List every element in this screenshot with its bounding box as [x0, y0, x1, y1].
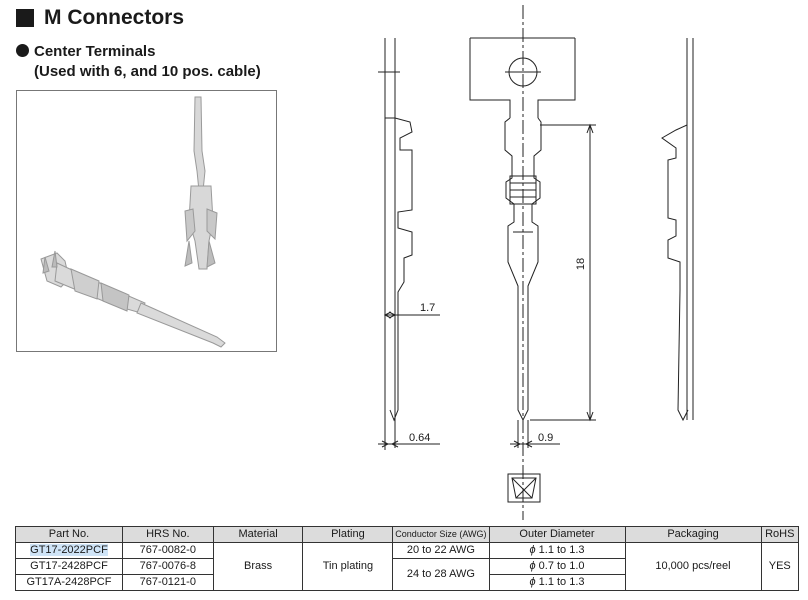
dim-pin-left: 0.64	[409, 432, 431, 444]
material-cell: Brass	[212, 542, 304, 591]
dim-length: 18	[575, 257, 588, 271]
product-photo	[16, 90, 277, 352]
packaging-cell: 10,000 pcs/reel	[624, 542, 762, 591]
bullet-icon	[16, 44, 29, 57]
conductor-cell: 24 to 28 AWG	[392, 558, 490, 591]
col-hrs-no: HRS No.	[121, 526, 214, 543]
terminal-drawing-icon	[378, 5, 694, 530]
rohs-cell: YES	[760, 542, 799, 591]
diameter-value: 1.1 to 1.3	[538, 544, 585, 556]
diameter-cell: ϕ 1.1 to 1.3	[488, 574, 626, 591]
title-row: M Connectors	[16, 4, 184, 32]
conductor-cell: 20 to 22 AWG	[392, 542, 490, 559]
dim-pin-center: 0.9	[538, 432, 554, 444]
technical-drawing: 1.7 18 0.64 0.9	[365, 0, 808, 530]
subtitle-line-2: (Used with 6, and 10 pos. cable)	[34, 63, 261, 80]
terminal-photo-icon	[40, 96, 226, 348]
diameter-value: 1.1 to 1.3	[538, 576, 585, 588]
plating-cell: Tin plating	[302, 542, 394, 591]
col-outer-diameter: Outer Diameter	[488, 526, 626, 543]
col-part-no: Part No.	[15, 526, 123, 543]
hrs-no-cell: 767-0076-8	[121, 558, 214, 575]
table-row: GT17-2428PCF 767-0076-8 24 to 28 AWG ϕ 0…	[15, 558, 799, 591]
dim-width-top: 1.7	[420, 302, 436, 314]
spec-table: Part No. HRS No. Material Plating Conduc…	[15, 526, 799, 591]
part-no-cell: GT17-2428PCF	[15, 558, 123, 575]
diameter-cell: ϕ 0.7 to 1.0	[488, 558, 626, 575]
subtitle-line-1: Center Terminals	[34, 43, 156, 60]
table-row: GT17A-2428PCF 767-0121-0 ϕ 1.1 to 1.3	[15, 574, 799, 591]
page-title: M Connectors	[44, 6, 185, 29]
part-no-highlight: GT17-2022PCF	[30, 544, 108, 556]
diameter-value: 0.7 to 1.0	[538, 560, 585, 572]
phi-symbol: ϕ	[529, 560, 536, 572]
col-material: Material	[212, 526, 304, 543]
col-packaging: Packaging	[624, 526, 762, 543]
col-rohs: RoHS	[760, 526, 799, 543]
col-conductor-size: Conductor Size (AWG)	[392, 526, 490, 543]
part-no-cell: GT17A-2428PCF	[15, 574, 123, 591]
col-plating: Plating	[302, 526, 394, 543]
hrs-no-cell: 767-0082-0	[121, 542, 214, 559]
table-row: GT17-2022PCF 767-0082-0 Brass Tin platin…	[15, 542, 799, 591]
table-header-row: Part No. HRS No. Material Plating Conduc…	[15, 526, 799, 543]
section-subtitle: Center Terminals (Used with 6, and 10 po…	[16, 42, 261, 82]
diameter-cell: ϕ 1.1 to 1.3	[488, 542, 626, 559]
hrs-no-cell: 767-0121-0	[121, 574, 214, 591]
part-no-cell: GT17-2022PCF	[15, 542, 123, 559]
phi-symbol: ϕ	[529, 544, 536, 556]
square-icon	[16, 9, 34, 27]
phi-symbol: ϕ	[529, 576, 536, 588]
